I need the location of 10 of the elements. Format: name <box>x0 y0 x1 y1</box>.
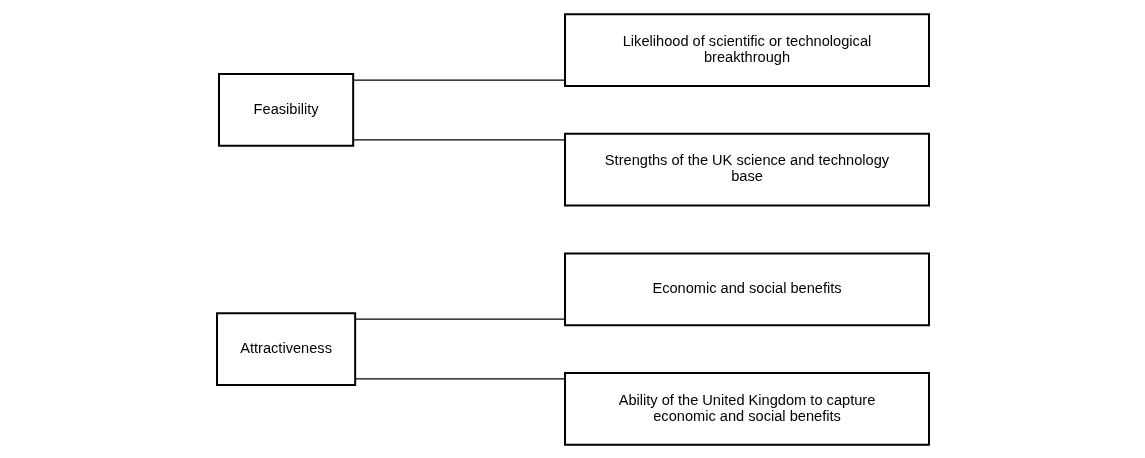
connector <box>354 377 565 380</box>
node-box: Feasibility <box>217 72 354 147</box>
node-box: Economic and social benefits <box>563 251 930 326</box>
node-box: Strengths of the UK science and technology base <box>563 132 930 207</box>
connector <box>352 138 565 140</box>
connector <box>354 318 565 320</box>
node-box: Likelihood of scientific or technological breakthrough <box>563 12 930 87</box>
connector <box>352 78 565 81</box>
node-box: Ability of the United Kingdom to capture economic and social benefits <box>563 371 930 446</box>
node-box: Attractiveness <box>215 311 356 386</box>
